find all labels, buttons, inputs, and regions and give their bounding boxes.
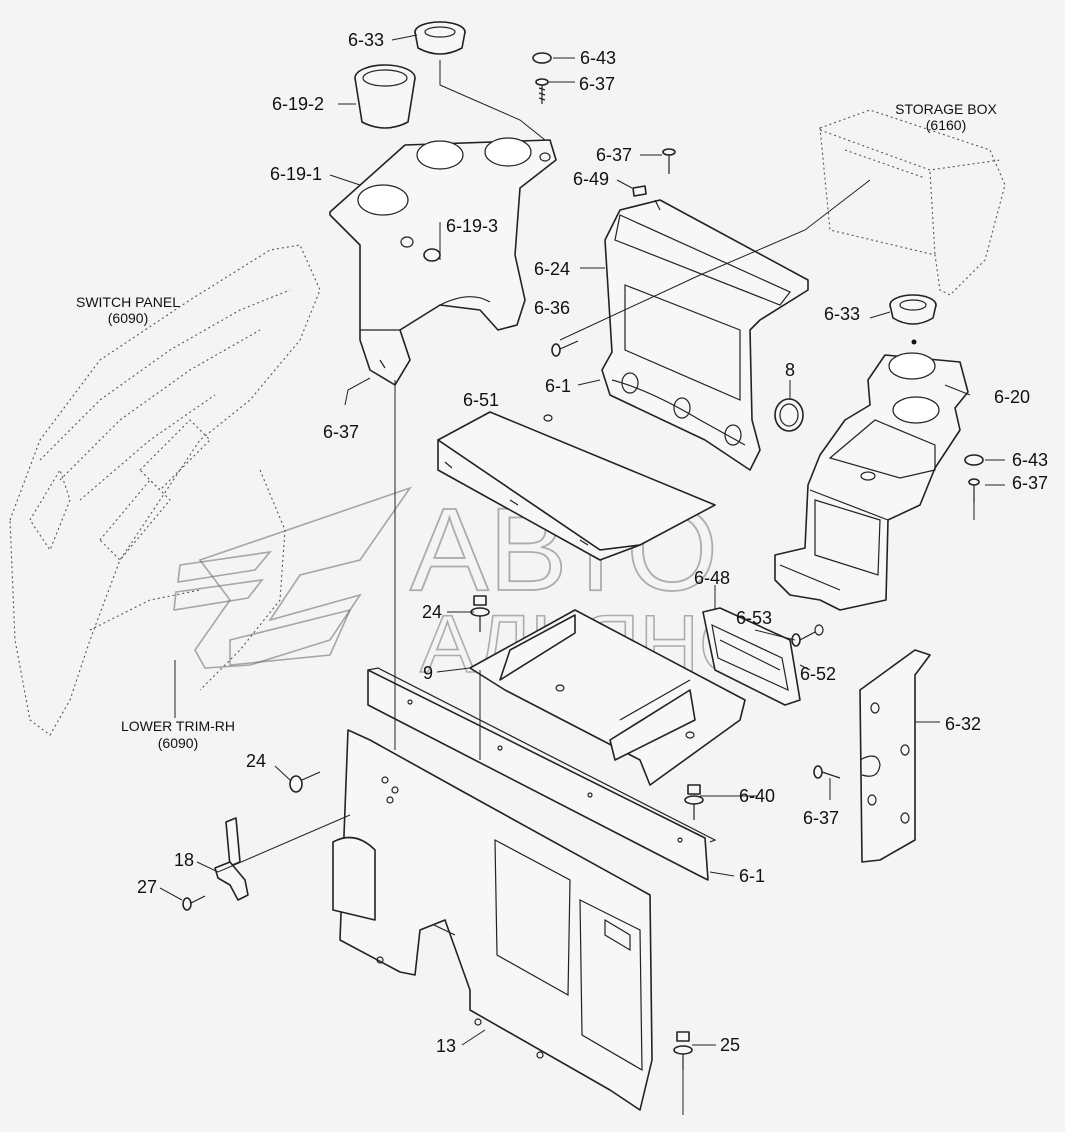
callout-6-37-right: 6-37 <box>1012 473 1048 493</box>
callout-6-33-right: 6-33 <box>824 304 860 324</box>
cup-holder-6-19-2 <box>354 64 416 129</box>
callout-6-49: 6-49 <box>573 169 609 189</box>
note-storage-box-ref: (6160) <box>926 117 966 133</box>
base-plate-13 <box>332 729 653 1111</box>
callout-6-36: 6-36 <box>534 298 570 318</box>
callout-6-37-top: 6-37 <box>579 74 615 94</box>
bolt-25 <box>673 1031 693 1070</box>
clip-6-49 <box>632 185 647 197</box>
bracket-9 <box>469 609 746 786</box>
storage-panel-6-24 <box>601 199 809 471</box>
callout-13: 13 <box>436 1036 456 1056</box>
screw-27 <box>182 895 206 911</box>
lever-18 <box>214 817 249 901</box>
callout-8: 8 <box>785 360 795 380</box>
switch-panel-ghost <box>9 244 321 736</box>
callout-6-37-left: 6-37 <box>323 422 359 442</box>
callout-6-24: 6-24 <box>534 259 570 279</box>
callout-6-20: 6-20 <box>994 387 1030 407</box>
callout-6-19-2: 6-19-2 <box>272 94 324 114</box>
callout-6-40: 6-40 <box>739 786 775 806</box>
bolt-6-40 <box>684 784 704 820</box>
callout-6-53: 6-53 <box>736 608 772 628</box>
note-lower-trim: LOWER TRIM-RH <box>121 718 235 734</box>
callout-24-lower: 24 <box>246 751 266 771</box>
note-lower-trim-ref: (6090) <box>158 735 198 751</box>
callout-6-1-lower: 6-1 <box>739 866 765 886</box>
callout-6-43-top: 6-43 <box>580 48 616 68</box>
cap-6-33-top <box>414 21 466 55</box>
callout-labels: 6-33 6-43 6-37 6-19-2 6-19-1 6-19-3 6-37… <box>137 30 1048 1056</box>
callout-6-33-top: 6-33 <box>348 30 384 50</box>
screw-6-37-top <box>535 78 549 104</box>
cap-6-33-right <box>889 294 937 345</box>
clip-6-43-right <box>964 454 984 466</box>
leader-lines <box>159 34 1005 1115</box>
clip-6-43-top <box>532 52 552 64</box>
callout-6-37-mid: 6-37 <box>596 145 632 165</box>
screw-6-37-mid <box>662 148 676 174</box>
callout-6-48: 6-48 <box>694 568 730 588</box>
callout-18: 18 <box>174 850 194 870</box>
callout-6-19-1: 6-19-1 <box>270 164 322 184</box>
screw-6-36 <box>551 340 579 357</box>
side-panel-6-20 <box>774 352 969 611</box>
clamp-8 <box>774 398 804 432</box>
callout-6-37-lower: 6-37 <box>803 808 839 828</box>
callout-27: 27 <box>137 877 157 897</box>
callout-24-upper: 24 <box>422 602 442 622</box>
cover-6-48 <box>702 607 801 706</box>
storage-box-ghost <box>819 109 1006 296</box>
callout-6-52: 6-52 <box>800 664 836 684</box>
screw-6-53 <box>791 624 824 647</box>
callout-9: 9 <box>423 663 433 683</box>
screw-6-37-right <box>968 478 980 503</box>
callout-6-19-3: 6-19-3 <box>446 216 498 236</box>
note-switch-panel-ref: (6090) <box>108 310 148 326</box>
callout-6-1-upper: 6-1 <box>545 376 571 396</box>
callout-25: 25 <box>720 1035 740 1055</box>
reference-notes: STORAGE BOX (6160) SWITCH PANEL (6090) L… <box>76 101 997 751</box>
callout-6-43-right: 6-43 <box>1012 450 1048 470</box>
lid-6-51 <box>437 411 716 561</box>
rail-6-1-lower <box>367 667 717 881</box>
bracket-6-32 <box>859 649 931 863</box>
screw-6-37-lower <box>813 765 841 779</box>
note-switch-panel: SWITCH PANEL <box>76 294 180 310</box>
callout-6-51: 6-51 <box>463 390 499 410</box>
side-panel-6-19-1 <box>329 137 557 386</box>
note-storage-box: STORAGE BOX <box>895 101 997 117</box>
callout-6-32: 6-32 <box>945 714 981 734</box>
bolt-24-lower <box>289 771 321 793</box>
